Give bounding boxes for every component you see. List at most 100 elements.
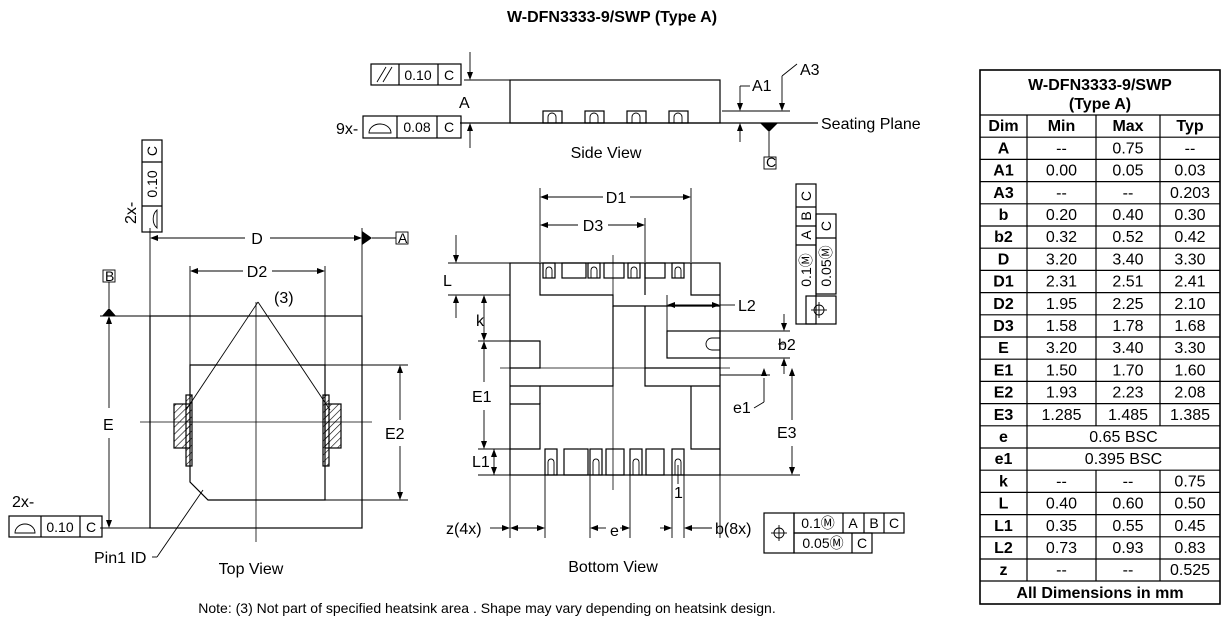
table-dim-cell: D [998,251,1010,268]
table-dim-cell: e1 [995,451,1013,468]
table-dim-cell: D2 [993,296,1014,313]
dim-k-label: k [476,313,485,330]
dim-e1-label: e1 [733,400,751,417]
table-cell: -- [1056,140,1067,157]
dim-b2-label: b2 [778,337,796,354]
dim-A1-label: A1 [752,78,772,95]
dim-L1-label: L1 [472,454,490,471]
table-cell: 0.75 [1112,140,1143,157]
dim-D-label: D [251,231,263,248]
bottom-top-leads [542,262,685,279]
table-dim-cell: b2 [994,229,1013,246]
top-view-label: Top View [219,561,284,578]
pin-1-label: 1 [674,485,683,502]
table-cell: 0.45 [1174,518,1205,535]
parallelism-datum: C [444,67,454,83]
table-header-cell: Max [1112,118,1143,135]
table-cell: 0.20 [1046,207,1077,224]
table-header-cell: Min [1048,118,1076,135]
table-cell: 3.30 [1174,340,1205,357]
side-view-label: Side View [571,145,642,162]
pos-leads-datum-A: A [848,515,858,531]
table-title-line1: W-DFN3333-9/SWP [1028,77,1172,94]
table-dim-cell: A1 [993,163,1014,180]
table-cell: 1.68 [1174,318,1205,335]
profile-frame-top: C 0.10 2x- [123,139,163,233]
table-cell: 3.40 [1112,340,1143,357]
datum-A-label: A [398,230,408,246]
table-cell: 0.35 [1046,518,1077,535]
table-cell: 1.58 [1046,318,1077,335]
dim-E-label: E [103,417,114,434]
table-cell: 1.93 [1046,385,1077,402]
table-cell: 3.20 [1046,251,1077,268]
pin1-id-label: Pin1 ID [94,550,146,567]
table-cell: -- [1056,562,1067,579]
table-dim-cell: L2 [994,540,1013,557]
dim-L2-label: L2 [738,298,756,315]
table-cell: -- [1123,473,1134,490]
table-cell: 1.385 [1170,407,1210,424]
pos-leads-datum-B: B [869,515,878,531]
table-cell: 0.32 [1046,229,1077,246]
table-dim-cell: E [998,340,1009,357]
dim-z-label: z(4x) [446,521,482,538]
table-cell: 1.50 [1046,362,1077,379]
table-cell: 0.65 BSC [1089,429,1157,446]
profile-top-value: 0.10 [144,170,160,197]
table-cell: 0.60 [1112,496,1143,513]
note-3-callout: (3) [274,290,294,307]
dim-L-label: L [443,273,452,290]
table-cell: 0.93 [1112,540,1143,557]
table-dim-cell: b [999,207,1009,224]
profile-bottom-count: 2x- [12,494,34,511]
pos-leads-value: 0.1Ⓜ [801,515,834,531]
table-cell: 2.23 [1112,385,1143,402]
bottom-view-label: Bottom View [568,559,658,576]
table-cell: 3.20 [1046,340,1077,357]
table-dim-cell: D3 [993,318,1014,335]
profile-top-count: 2x- [123,202,140,224]
dim-D1-label: D1 [606,190,627,207]
table-dim-cell: E1 [994,362,1014,379]
table-header-cell: Dim [988,118,1018,135]
table-cell: 0.83 [1174,540,1205,557]
table-dim-cell: E3 [994,407,1014,424]
table-cell: 0.73 [1046,540,1077,557]
table-cell: 0.05 [1112,163,1143,180]
table-cell: 0.50 [1174,496,1205,513]
table-header-cell: Typ [1176,118,1203,135]
table-dim-cell: e [999,429,1008,446]
table-dim-cell: L [999,496,1009,513]
bottom-view: D1 D3 [443,188,800,576]
profile-bottom-value: 0.10 [46,519,73,535]
table-cell: 2.10 [1174,296,1205,313]
table-dim-cell: D1 [993,274,1014,291]
table-cell: 1.60 [1174,362,1205,379]
table-dim-cell: z [1000,562,1008,579]
table-dim-cell: A [998,140,1010,157]
table-cell: -- [1056,185,1067,202]
table-cell: 2.51 [1112,274,1143,291]
pos-pads-datum-A: A [798,230,814,240]
table-cell: 2.41 [1174,274,1205,291]
table-cell: 1.78 [1112,318,1143,335]
dim-e-label: e [610,523,619,540]
table-footer: All Dimensions in mm [1016,585,1183,602]
parallelism-frame: 0.10 C [370,63,462,86]
top-view: C 0.10 2x- D A D2 B [8,139,409,578]
side-leads [542,110,689,124]
dim-b-label: b(8x) [715,521,751,538]
dim-A3-label: A3 [800,62,820,79]
seating-plane-label: Seating Plane [821,116,921,133]
pos-pads-datum-C: C [798,191,814,201]
dim-D2-label: D2 [247,264,268,281]
table-title-line2: (Type A) [1069,96,1131,113]
pos-pads-value2: 0.05Ⓜ [818,245,834,286]
side-view: 0.10 C 9x- 0.08 C A [336,52,921,170]
dim-D3-label: D3 [583,218,604,235]
table-cell: -- [1185,140,1196,157]
